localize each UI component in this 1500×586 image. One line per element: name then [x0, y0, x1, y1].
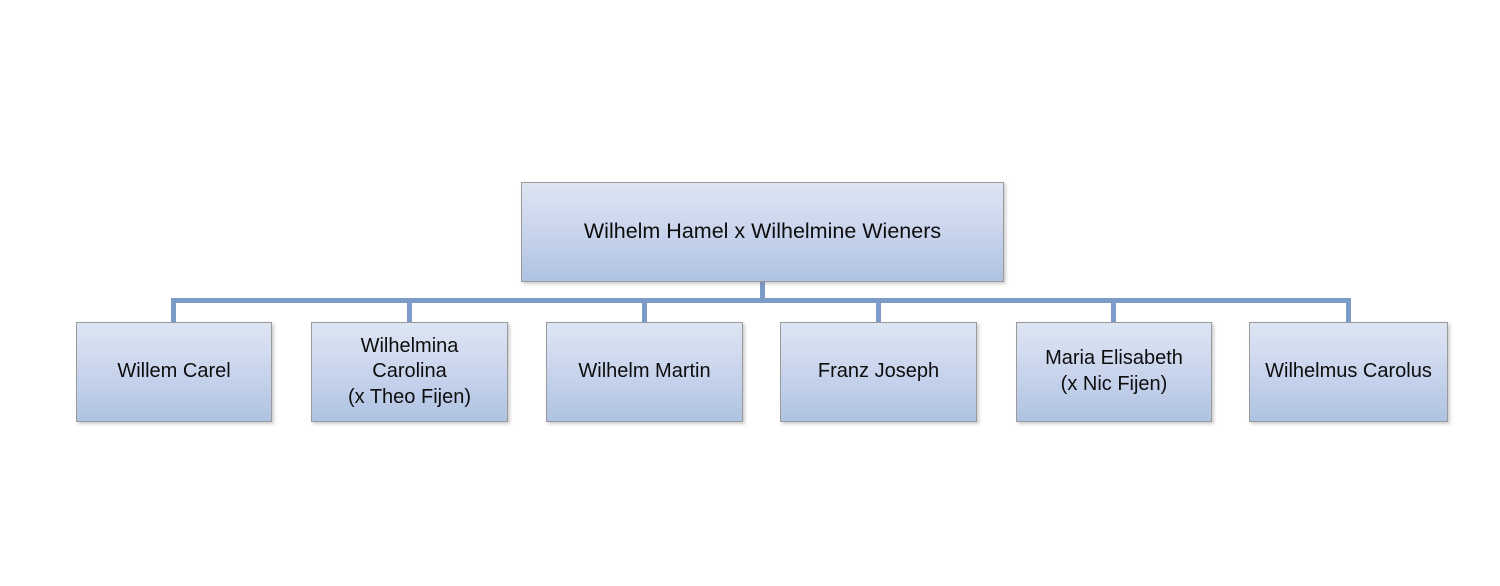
node-child-label: Maria Elisabeth (x Nic Fijen): [1045, 347, 1183, 395]
node-child-wilhelm-martin[interactable]: Wilhelm Martin: [546, 322, 743, 422]
node-root[interactable]: Wilhelm Hamel x Wilhelmine Wieners: [521, 182, 1004, 282]
node-child-maria-elisabeth[interactable]: Maria Elisabeth (x Nic Fijen): [1016, 322, 1212, 422]
node-child-willem-carel[interactable]: Willem Carel: [76, 322, 272, 422]
node-child-wilhelmus-carolus[interactable]: Wilhelmus Carolus: [1249, 322, 1448, 422]
node-child-label: Wilhelmina Carolina (x Theo Fijen): [347, 334, 471, 408]
node-child-label: Wilhelmus Carolus: [1265, 360, 1432, 383]
node-child-label: Wilhelm Martin: [578, 360, 711, 383]
node-child-wilhelmina-carolina[interactable]: Wilhelmina Carolina (x Theo Fijen): [311, 322, 508, 422]
node-child-franz-joseph[interactable]: Franz Joseph: [780, 322, 977, 422]
node-child-label: Willem Carel: [117, 360, 231, 383]
node-root-label: Wilhelm Hamel x Wilhelmine Wieners: [583, 219, 942, 244]
node-child-label: Franz Joseph: [817, 360, 940, 383]
